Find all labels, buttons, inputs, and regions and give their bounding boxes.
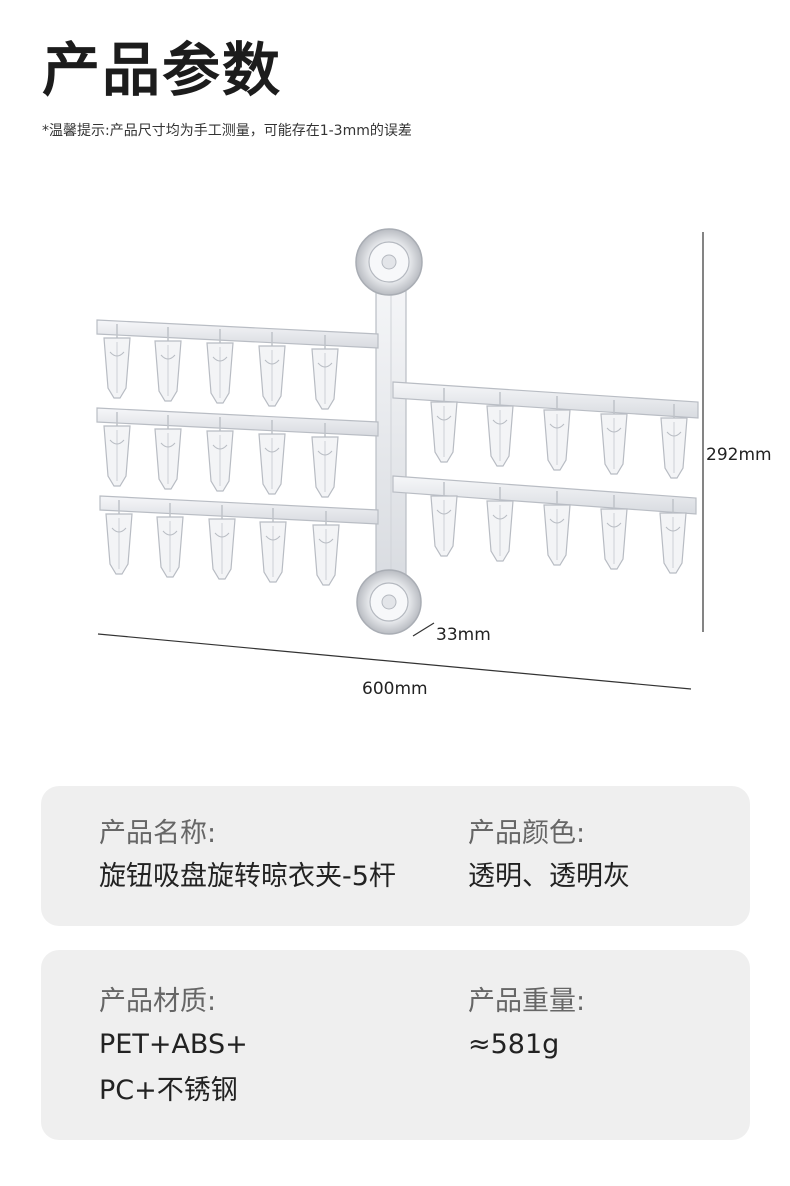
product-color-value: 透明、透明灰 <box>468 861 630 892</box>
product-weight-value: ≈581g <box>468 1029 560 1060</box>
product-illustration <box>96 228 704 690</box>
product-material-value-line2: PC+不锈钢 <box>99 1075 238 1106</box>
product-color-label: 产品颜色: <box>468 818 586 849</box>
depth-dimension-label: 33mm <box>436 625 491 645</box>
product-name-value: 旋钮吸盘旋转晾衣夹-5杆 <box>99 861 396 892</box>
clips-left <box>103 323 340 586</box>
suction-cup-bottom <box>356 569 422 635</box>
product-weight-label: 产品重量: <box>468 986 586 1017</box>
width-dimension-line <box>97 633 692 690</box>
product-material-label: 产品材质: <box>99 986 217 1017</box>
product-material-value-line1: PET+ABS+ <box>99 1029 248 1060</box>
depth-dimension-line <box>412 622 435 637</box>
page-title: 产品参数 <box>42 36 283 104</box>
spec-card-material-weight: 产品材质: PET+ABS+ PC+不锈钢 产品重量: ≈581g <box>41 950 750 1140</box>
spec-card-name-color: 产品名称: 旋钮吸盘旋转晾衣夹-5杆 产品颜色: 透明、透明灰 <box>41 786 750 926</box>
suction-cup-top <box>355 228 423 296</box>
measurement-note: *温馨提示:产品尺寸均为手工测量，可能存在1-3mm的误差 <box>42 123 412 139</box>
clips-right <box>430 387 688 574</box>
product-name-label: 产品名称: <box>99 818 217 849</box>
width-dimension-label: 600mm <box>362 679 428 699</box>
height-dimension-label: 292mm <box>706 445 772 465</box>
right-bars <box>392 381 699 515</box>
